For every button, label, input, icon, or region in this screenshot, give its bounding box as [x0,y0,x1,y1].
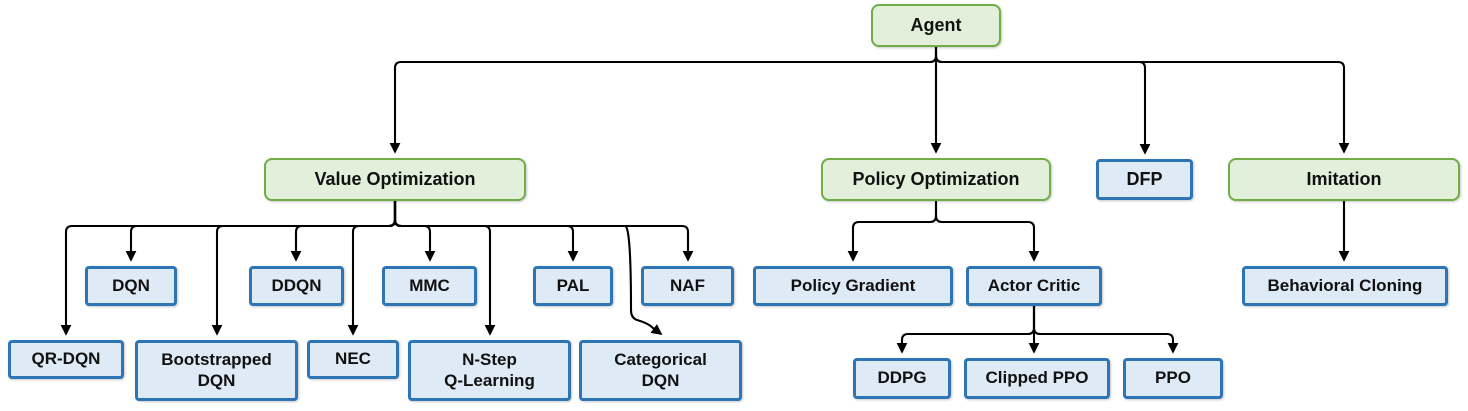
node-agent[interactable]: Agent [871,4,1001,47]
edge-agent-imitation [934,47,1350,154]
node-actor-critic[interactable]: Actor Critic [966,266,1102,306]
edge-po-policy-gradient [847,201,938,262]
node-bootstrapped-dqn[interactable]: Bootstrapped DQN [135,340,298,401]
edge-vo-naf [393,201,694,262]
edge-ac-ppo [1032,306,1179,354]
node-naf[interactable]: NAF [641,266,734,306]
node-dfp[interactable]: DFP [1096,159,1193,200]
node-dqn[interactable]: DQN [85,266,177,306]
edge-ac-ddpg [896,306,1036,354]
node-policy-optimization[interactable]: Policy Optimization [821,158,1051,201]
node-behavioral-cloning[interactable]: Behavioral Cloning [1242,266,1448,306]
node-n-step-q-learning[interactable]: N-Step Q-Learning [408,340,571,401]
node-nec[interactable]: NEC [307,340,399,379]
edge-agent-dfp [934,47,1151,155]
edge-vo-ddqn [290,201,397,262]
edge-vo-mmc [393,201,436,262]
node-imitation[interactable]: Imitation [1228,158,1460,201]
node-clipped-ppo[interactable]: Clipped PPO [964,358,1110,399]
node-policy-gradient[interactable]: Policy Gradient [753,266,953,306]
node-ddpg[interactable]: DDPG [853,358,951,399]
node-qr-dqn[interactable]: QR-DQN [8,340,124,379]
edge-vo-dqn [125,201,397,262]
node-value-optimization[interactable]: Value Optimization [264,158,526,201]
edge-po-actor-critic [934,201,1040,262]
node-ddqn[interactable]: DDQN [249,266,344,306]
edge-agent-value-optimization [389,47,938,154]
node-pal[interactable]: PAL [533,266,613,306]
node-mmc[interactable]: MMC [382,266,477,306]
node-categorical-dqn[interactable]: Categorical DQN [579,340,742,401]
node-ppo[interactable]: PPO [1123,358,1223,399]
edge-vo-pal [393,201,579,262]
